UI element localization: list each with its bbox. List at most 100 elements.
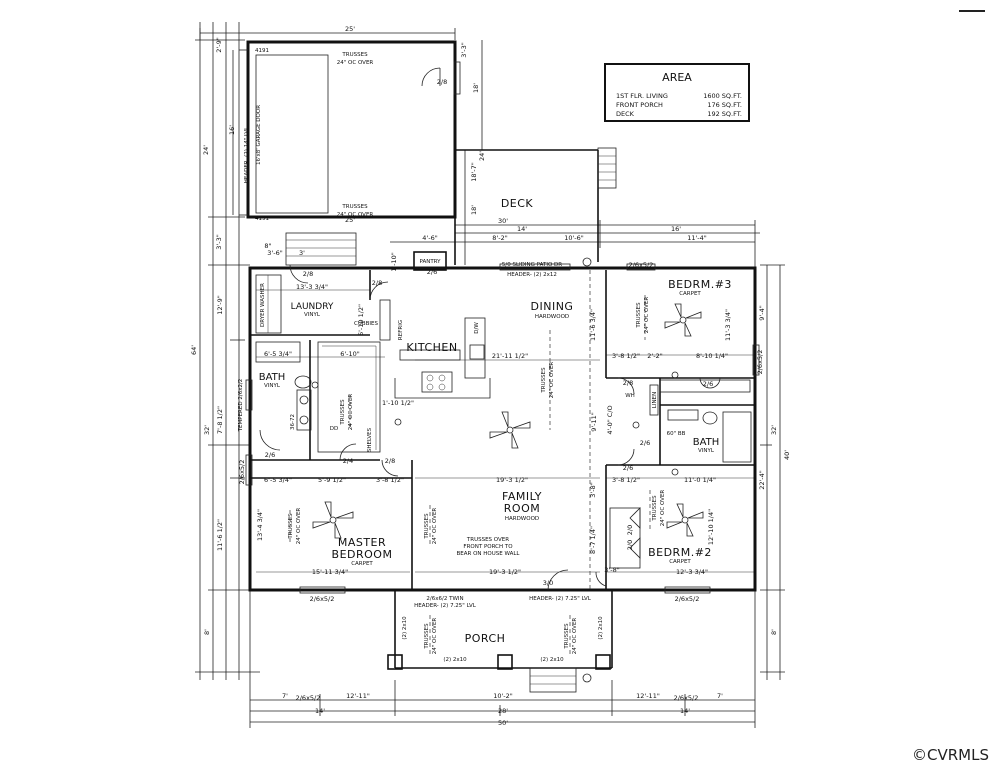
area-row: 1ST FLR. LIVING 1600 SQ.FT.: [616, 92, 742, 101]
door-2-4: 2/4: [343, 457, 353, 465]
dim-30-deck: 30': [498, 217, 508, 225]
truss-porch-left-sub: 24" OC OVER: [432, 618, 438, 655]
labels: TRUSSES 24" OC OVER TRUSSES 24" OC OVER …: [190, 25, 791, 727]
dim-bot-50: 50': [498, 719, 508, 727]
laundry-label: LAUNDRY: [291, 302, 334, 312]
porch-label: PORCH: [465, 632, 506, 645]
dim-11-0: 11'-0 1/4": [684, 476, 716, 484]
header-patio: HEADER- (2) 2x12: [507, 272, 557, 278]
win-2-6x5-2e: 2/6x5/2: [756, 350, 764, 375]
door-2-8b: 2/8: [385, 457, 395, 465]
dim-bot-14b: 14': [680, 707, 690, 715]
porch-2x10-br: (2) 2x10: [540, 657, 564, 663]
family-truss-note-1: TRUSSES OVER: [466, 537, 509, 543]
family-truss-note-2: FRONT PORCH TO: [463, 544, 513, 550]
win-2-6x5-2f: 2/6x5/2: [296, 694, 321, 702]
dim-bot-12-11b: 12'-11": [636, 692, 660, 700]
door-2-6a: 2/6: [265, 451, 275, 459]
dim-8-2: 8'-2": [492, 234, 507, 242]
garage-post-bot: 4191: [255, 216, 269, 222]
dim-9-4: 9'-4": [758, 305, 766, 320]
sliding-patio: 5/0 SLIDING PATIO DR: [502, 262, 562, 268]
area-row: FRONT PORCH 176 SQ.FT.: [616, 101, 742, 110]
dim-32-left: 32': [203, 425, 211, 435]
win-2-6x5-2a: 2/6x5/2: [629, 261, 654, 269]
dim-32-right: 32': [770, 425, 778, 435]
shelves-label: SHELVES: [367, 427, 373, 452]
bath-36-72: 36-72: [290, 414, 296, 430]
dim-8-in: 8": [264, 242, 271, 250]
truss-porch-right-sub: 24" OC OVER: [572, 618, 578, 655]
dim-4-0-co: 4'-0" C/O: [606, 405, 614, 434]
dim-15-11: 15'-11 3/4": [312, 568, 348, 576]
watermark: ©CVRMLS: [912, 746, 989, 764]
door-2-8e: 2/8: [623, 379, 633, 387]
garage-trusses-top-sub: 24" OC OVER: [337, 60, 374, 66]
dim-11-3: 11'-3 3/4": [724, 309, 732, 341]
porch-2x10-left: (2) 2x10: [402, 616, 408, 640]
dim-3-8-bed2: 3'-8": [604, 566, 619, 574]
garage-header: HEADER- (2) 14" LVL: [244, 126, 250, 183]
dim-18-7: 18'-7": [470, 162, 478, 182]
corner-mark: [959, 10, 985, 12]
dim-18-garage: 18': [472, 83, 480, 93]
dim-3-3-left: 3'-3": [215, 234, 223, 249]
bath2-floor: VINYL: [698, 448, 715, 454]
area-title: AREA: [662, 71, 692, 84]
kitchen-label: KITCHEN: [406, 341, 457, 354]
interior-walls: [250, 232, 755, 590]
laundry-floor: VINYL: [304, 312, 321, 318]
family-floor: HARDWOOD: [505, 516, 539, 522]
truss-closet-sub: 24" OC OVER: [348, 394, 354, 431]
bedrm3-label: BEDRM.#3: [668, 278, 732, 291]
deck-label: DECK: [501, 197, 534, 210]
family-truss-note-3: BEAR ON HOUSE WALL: [456, 551, 520, 557]
door-2-8c: 2/8: [303, 270, 313, 278]
dim-3-8c: 3'-8 1/2": [612, 476, 640, 484]
dim-12-3: 12'-3 3/4": [676, 568, 708, 576]
family-label-1: FAMILY: [502, 490, 542, 503]
door-2-6e: 2/6: [623, 464, 633, 472]
area-row-value: 176 SQ.FT.: [707, 101, 742, 109]
tempered-label: TEMPERED 2/6x2/2: [238, 379, 244, 433]
bath2-label: BATH: [693, 437, 720, 448]
bath1-floor: VINYL: [264, 383, 281, 389]
dim-11-6-left: 11'-6 1/2": [216, 519, 224, 551]
truss-closet: TRUSSES: [340, 399, 346, 426]
truss-porch-left: TRUSSES: [424, 623, 430, 650]
garage-door-2-8: 2/8: [437, 78, 447, 86]
dim-bot-7a: 7': [282, 692, 288, 700]
dim-row-16: 16': [671, 225, 681, 233]
truss-bedrm3: TRUSSES: [636, 302, 642, 329]
bath1-label: BATH: [259, 372, 286, 383]
dim-9-11: 9'-11": [590, 412, 598, 432]
dim-bot-10-2: 10'-2": [493, 692, 513, 700]
dim-10-6: 10'-6": [564, 234, 584, 242]
dim-bot-7b: 7': [717, 692, 723, 700]
door-2-8d: 2/8: [372, 279, 382, 287]
door-2-6b: 2/6: [427, 268, 437, 276]
dim-bot-12-11a: 12'-11": [346, 692, 370, 700]
dining-label: DINING: [531, 300, 574, 313]
bedrm2-floor: CARPET: [669, 559, 691, 565]
door-2-6c: 2/6: [703, 380, 713, 388]
fan-icon: [666, 503, 704, 537]
family-label-2: ROOM: [504, 502, 540, 515]
dim-garage-bot-25: 25': [345, 216, 355, 224]
truss-lines: [289, 270, 651, 655]
dim-3-8d: 3'-8": [589, 482, 597, 497]
dryer-washer-label: DRYER WASHER: [260, 283, 266, 327]
bedrm3-floor: CARPET: [679, 291, 701, 297]
dim-19-3b: 19'-3 1/2": [489, 568, 521, 576]
dim-11-6-right: 11'-6 3/4": [589, 309, 597, 341]
ceiling-fans: [311, 303, 704, 539]
dim-13-3: 13'-3 3/4": [296, 283, 328, 291]
area-row-value: 1600 SQ.FT.: [703, 92, 742, 100]
area-row-name: FRONT PORCH: [616, 101, 663, 109]
linen-label: LINEN: [652, 392, 658, 408]
truss-dining: TRUSSES: [541, 367, 547, 394]
master-floor: CARPET: [351, 561, 373, 567]
fan-icon: [312, 501, 354, 539]
wh-label: WH: [625, 393, 635, 399]
